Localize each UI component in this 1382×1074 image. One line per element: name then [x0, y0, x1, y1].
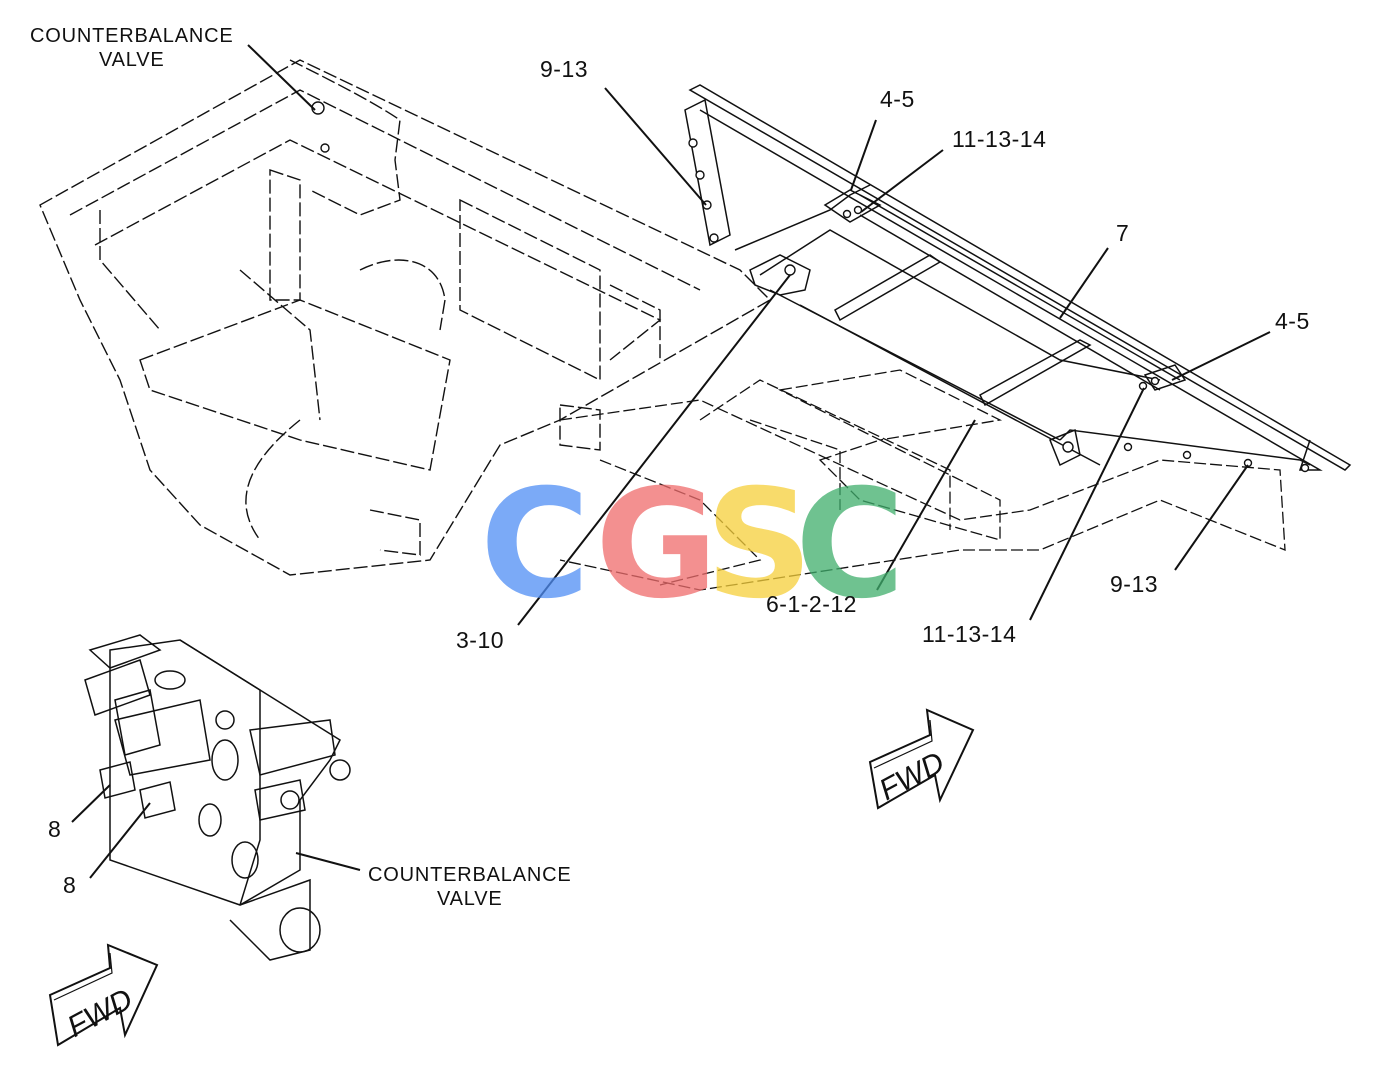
callout-6-1-2-12: 6-1-2-12	[766, 591, 857, 617]
callout-4-5-right: 4-5	[1275, 308, 1310, 334]
cbv-bottom-line1: COUNTERBALANCE	[368, 864, 572, 886]
callout-7: 7	[1116, 220, 1130, 246]
callout-9-13-right: 9-13	[1110, 571, 1159, 597]
callout-8-b: 8	[63, 872, 77, 898]
fasteners	[311, 101, 1310, 473]
callout-9-13-top: 9-13	[540, 56, 589, 82]
callout-8-a: 8	[48, 816, 62, 842]
watermark-letter-c1: C	[480, 458, 591, 632]
fwd-arrow-right: FWD	[868, 708, 975, 810]
valve-assembly	[84, 634, 351, 961]
watermark-letter-g: G	[595, 458, 719, 632]
callout-11-13-14-bottom: 11-13-14	[922, 621, 1017, 647]
leader-lines	[71, 44, 1271, 879]
watermark-letter-c2: C	[795, 458, 906, 632]
counterbalance-valve-bottom-label: COUNTERBALANCE VALVE	[368, 863, 571, 911]
callout-4-5-top: 4-5	[880, 86, 915, 112]
cbv-top-line2: VALVE	[98, 49, 165, 71]
fwd-arrow-left: FWD	[48, 943, 159, 1047]
callout-3-10: 3-10	[456, 627, 505, 653]
cbv-top-line1: COUNTERBALANCE	[30, 25, 234, 47]
callout-11-13-14-top: 11-13-14	[952, 126, 1047, 152]
cbv-bottom-line2: VALVE	[436, 888, 503, 910]
frame-outline	[39, 59, 772, 576]
watermark-letter-s: S	[705, 458, 814, 632]
counterbalance-valve-top-label: COUNTERBALANCE VALVE	[30, 24, 233, 72]
lower-pan	[559, 369, 1286, 591]
